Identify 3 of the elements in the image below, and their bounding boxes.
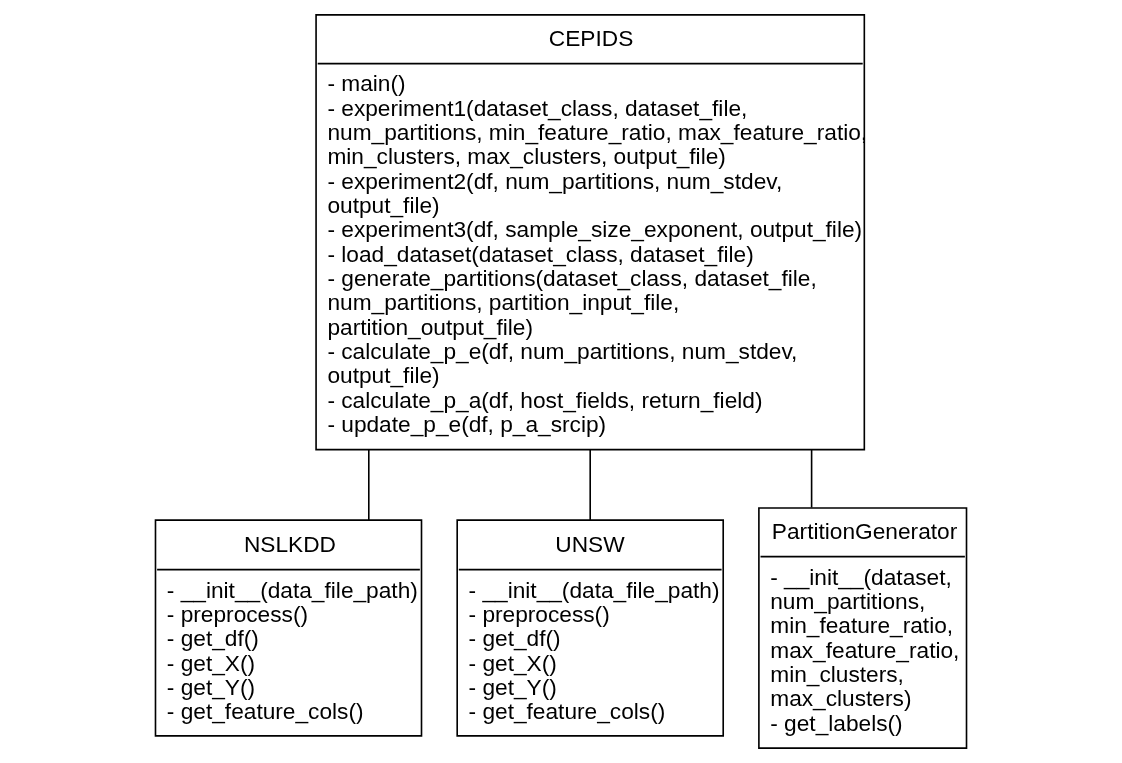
connector xyxy=(589,449,591,521)
connector xyxy=(810,449,813,509)
connector xyxy=(368,449,370,521)
